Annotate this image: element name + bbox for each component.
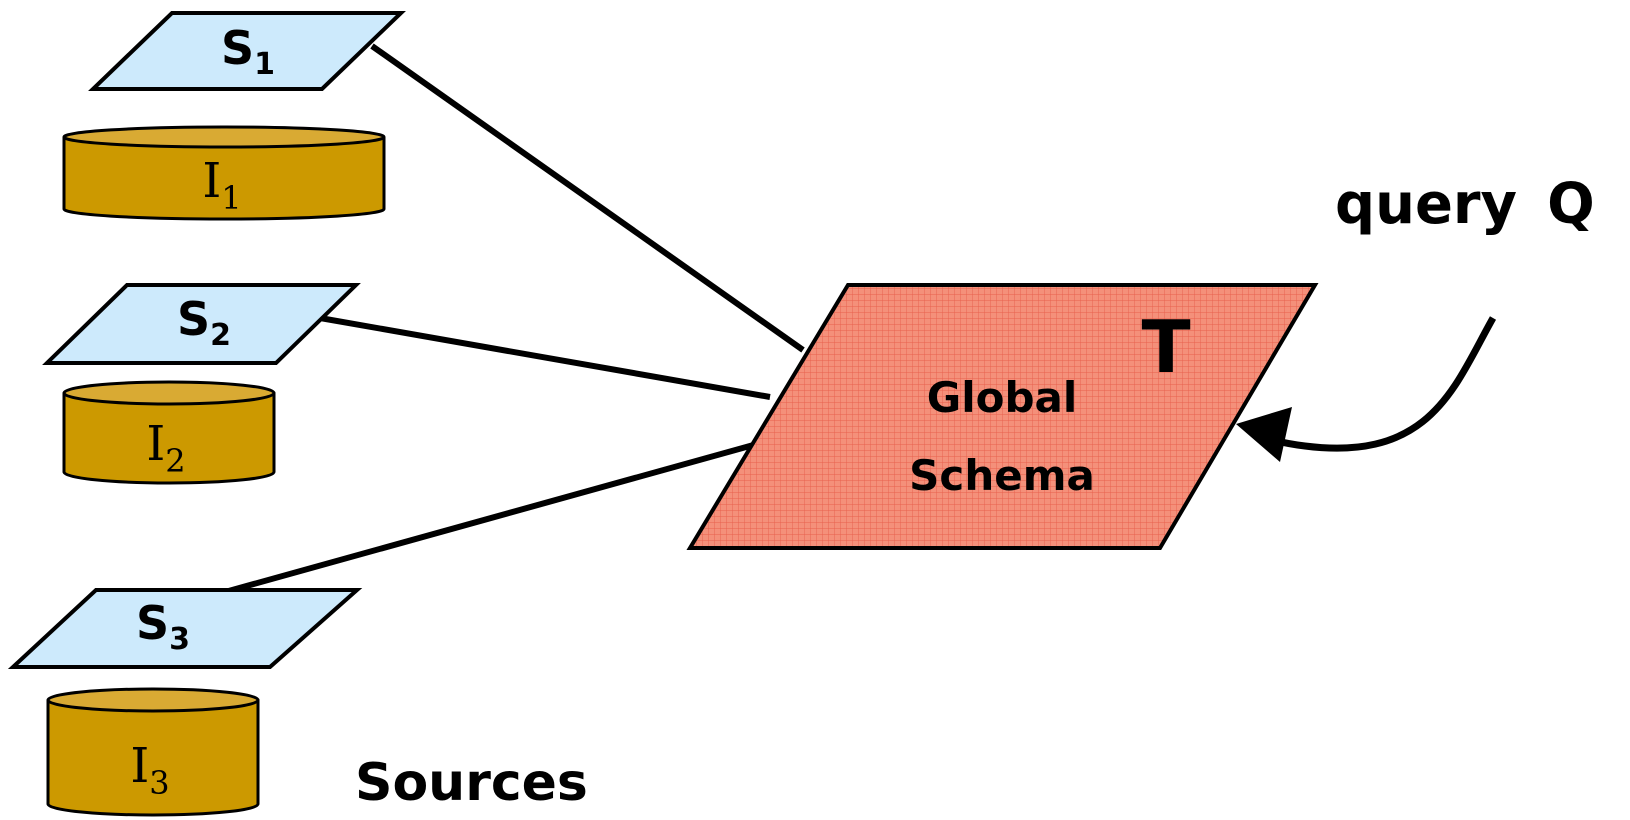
instance-i3-label: I3 <box>130 738 169 802</box>
global-schema-tag: T <box>1141 305 1190 389</box>
schema-s3-shape <box>7 588 363 669</box>
query-arrow-head <box>1236 407 1292 462</box>
query-arrow <box>1236 316 1497 462</box>
schema-s2-shape <box>42 283 361 365</box>
global-schema-line2: Schema <box>909 451 1095 500</box>
source-1: S1 I1 <box>62 11 406 221</box>
source-2: S2 I2 <box>42 283 361 485</box>
global-schema: T Global Schema <box>686 283 1319 550</box>
schema-s1-label: S1 <box>221 21 275 82</box>
connector-s1-global <box>370 43 805 353</box>
instance-i1-cylinder <box>62 125 386 221</box>
instance-i2-cylinder <box>62 380 276 485</box>
sources-label: Sources <box>355 753 588 813</box>
global-schema-shape <box>686 283 1319 550</box>
instance-i3-cylinder <box>46 687 260 817</box>
source-3: S3 I3 <box>7 588 363 817</box>
connector-s3-global <box>224 441 758 595</box>
instance-i1-label: I1 <box>202 153 241 217</box>
global-schema-line1: Global <box>927 373 1078 422</box>
schema-s2-label: S2 <box>177 292 231 353</box>
schema-s3-label: S3 <box>136 596 190 657</box>
instance-i2-label: I2 <box>146 416 185 480</box>
connector-s2-global <box>319 315 771 400</box>
query-arrow-curve <box>1267 316 1497 452</box>
schema-s1-shape <box>88 11 406 91</box>
